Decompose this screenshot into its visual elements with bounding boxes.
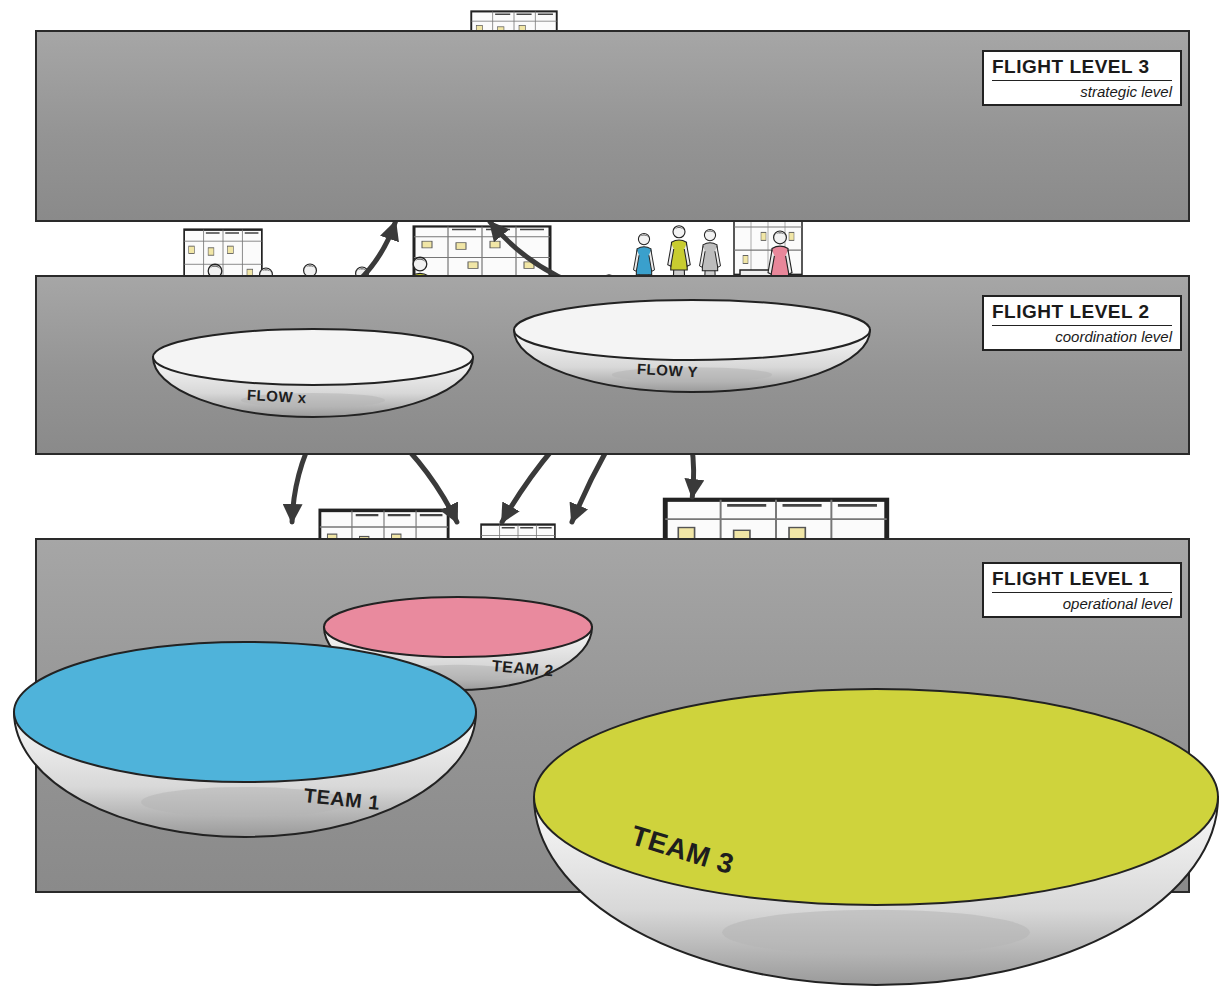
kanban-board (413, 226, 551, 340)
person (807, 571, 858, 761)
level-band: FLIGHT LEVEL 1operational levelTEAM 1TEA… (35, 538, 1190, 893)
flow-arrow (502, 394, 607, 522)
person (407, 257, 433, 352)
flow-arrow (292, 420, 322, 522)
person (377, 553, 421, 715)
flow-y-scene (602, 190, 803, 331)
platform-shape (532, 497, 1220, 988)
level-title: FLIGHT LEVEL 2 (992, 301, 1172, 326)
person (457, 42, 479, 122)
desk (316, 102, 439, 135)
platform-top (514, 300, 870, 360)
level-label-box: FLIGHT LEVEL 3strategic level (982, 50, 1182, 106)
team-1-scene (156, 510, 449, 721)
platform-shape (12, 522, 478, 840)
person (361, 68, 374, 117)
level-band: FLIGHT LEVEL 2coordination levelFLOW x FL… (35, 275, 1190, 455)
kanban-board (734, 190, 803, 328)
platform-top (153, 329, 473, 385)
kanban-board (471, 11, 558, 120)
flow-arrow (572, 394, 642, 522)
platform-top (534, 689, 1218, 905)
team-platform: FLOW Y (512, 290, 872, 394)
person (386, 74, 399, 121)
team-2-scene (440, 525, 555, 646)
monitor (912, 622, 974, 681)
person (734, 589, 781, 763)
person (613, 562, 655, 719)
person (768, 231, 792, 321)
kanban-board (664, 500, 889, 715)
chair (440, 610, 458, 646)
flow-arrow (677, 394, 694, 497)
cabinet (740, 270, 786, 326)
desk (156, 641, 329, 721)
level-label-box: FLIGHT LEVEL 1operational level (982, 562, 1182, 618)
person (634, 234, 655, 312)
level-subtitle: coordination level (992, 326, 1172, 345)
person (602, 275, 617, 331)
strategic-platform (264, 126, 520, 195)
strategic-scene (316, 11, 558, 135)
team-3-scene (613, 500, 1004, 804)
level-title: FLIGHT LEVEL 3 (992, 56, 1172, 81)
monitor (198, 587, 254, 641)
team-platform: TEAM 3 (532, 497, 1220, 988)
person (700, 230, 721, 308)
desk (781, 691, 1003, 803)
level-title: FLIGHT LEVEL 1 (992, 568, 1172, 593)
platform-top (324, 597, 592, 657)
level-subtitle: strategic level (992, 81, 1172, 100)
flow-arrow (332, 222, 395, 302)
platform-label: FLOW Y (637, 360, 699, 380)
level-label-box: FLIGHT LEVEL 2coordination level (982, 295, 1182, 351)
kanban-board (319, 510, 449, 694)
kanban-board (184, 230, 263, 358)
level-band: FLIGHT LEVEL 3strategic level (35, 30, 1190, 222)
person (202, 264, 228, 359)
kanban-board (405, 53, 462, 115)
person (668, 226, 691, 310)
person (269, 542, 311, 699)
team-platform: TEAM 1 (12, 522, 478, 840)
kanban-board (481, 525, 556, 646)
person (254, 268, 278, 358)
papers (845, 684, 905, 692)
person (485, 543, 502, 605)
person (350, 267, 374, 357)
team-platform: FLOW x (150, 302, 476, 420)
cart (336, 316, 372, 352)
flow-arrow (377, 420, 457, 522)
flow-x-scene (184, 226, 551, 359)
platform-top (14, 642, 476, 782)
person (336, 74, 349, 123)
platform-label: FLOW x (247, 386, 307, 406)
person (411, 72, 424, 119)
person (521, 545, 538, 607)
platform-shape (150, 302, 476, 420)
person (298, 264, 322, 354)
flow-arrow (490, 222, 592, 290)
platform-shadow (722, 910, 1030, 955)
level-subtitle: operational level (992, 593, 1172, 612)
